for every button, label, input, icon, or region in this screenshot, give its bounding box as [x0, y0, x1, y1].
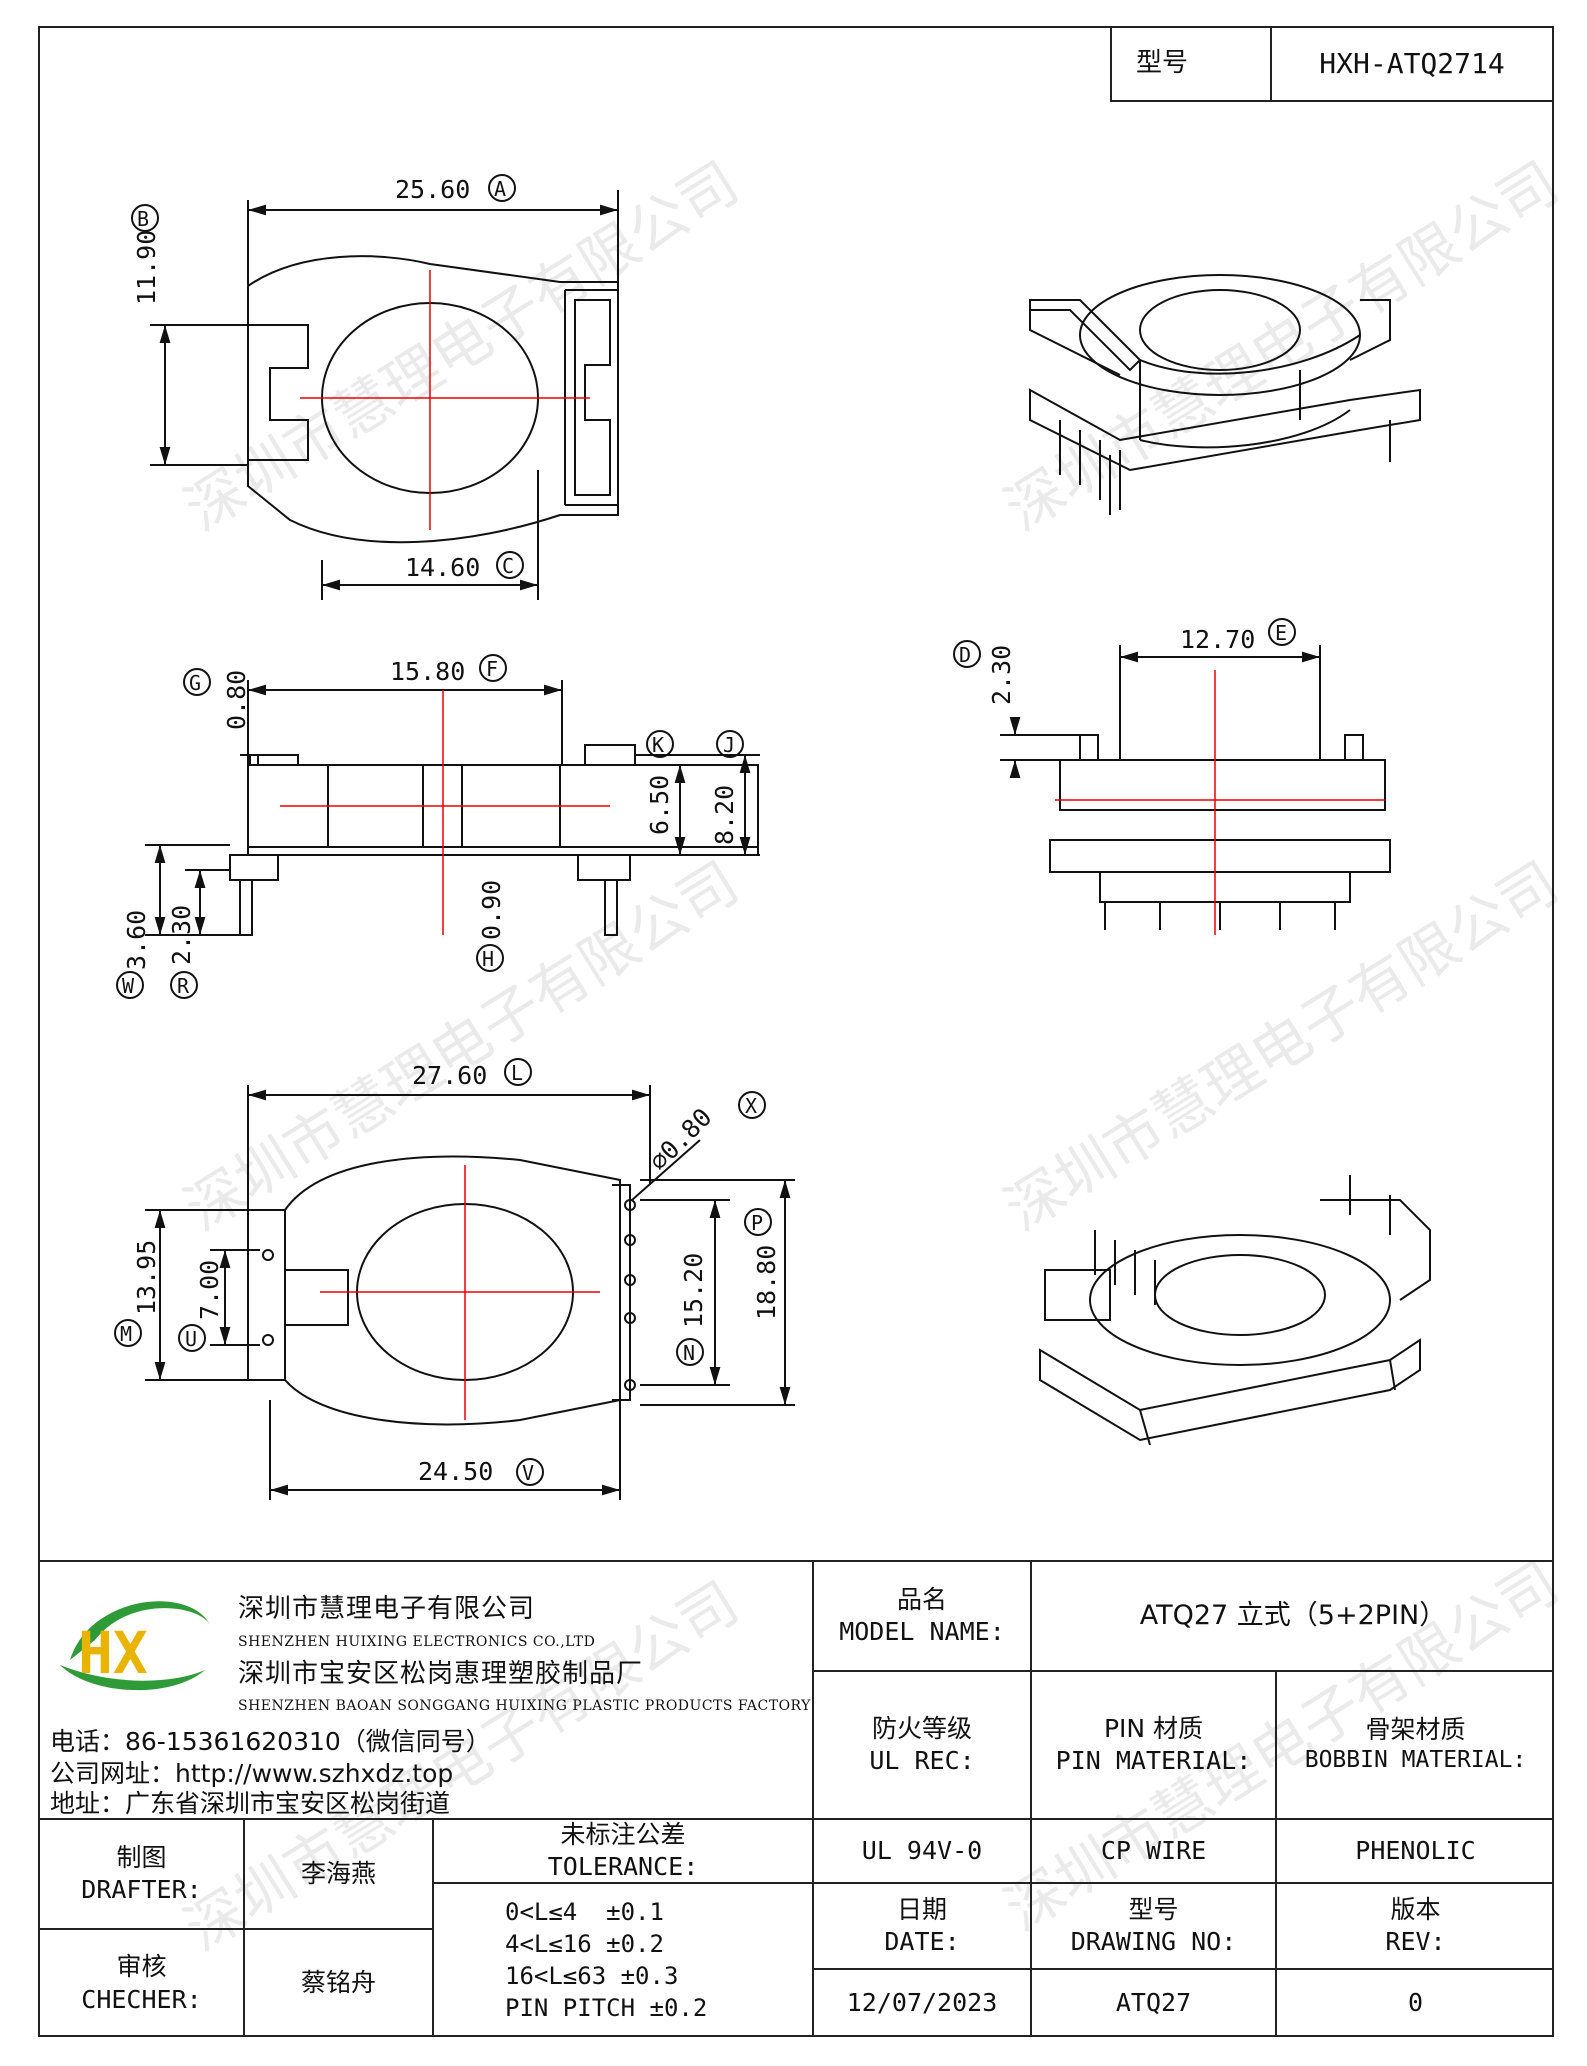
- model-name-value: ATQ27 立式（5+2PIN）: [1139, 1600, 1447, 1632]
- dim-K-value: 6.50: [645, 775, 674, 835]
- dim-H-letter: H: [482, 947, 494, 971]
- dim-P-letter: P: [751, 1211, 763, 1235]
- company-name-cn-2: 深圳市宝安区松岗惠理塑胶制品厂: [238, 1659, 644, 1689]
- dim-K-letter: K: [652, 733, 664, 757]
- dim-F-letter: F: [486, 657, 498, 681]
- top-view: [150, 190, 619, 600]
- dim-U-value: 7.00: [195, 1260, 224, 1320]
- dim-M-value: 13.95: [132, 1240, 161, 1315]
- tolerance-row: 16<L≤63 ±0.3: [505, 1962, 679, 1990]
- drafter-label: 制图 DRAFTER:: [81, 1842, 202, 1905]
- dim-N-value: 15.20: [679, 1253, 708, 1328]
- dim-X-value: ⌀0.80: [644, 1103, 718, 1177]
- dim-L-letter: L: [511, 1061, 523, 1085]
- dim-D-value: 2.30: [987, 645, 1016, 705]
- company-logo: HX: [60, 1601, 210, 1691]
- company-name-en-1: SHENZHEN HUIXING ELECTRONICS CO.,LTD: [238, 1634, 596, 1650]
- drawing-frame: [38, 26, 1554, 2037]
- logo-letters: HX: [78, 1619, 148, 1687]
- dim-C-letter: C: [502, 554, 514, 578]
- company-name-en-2: SHENZHEN BAOAN SONGGANG HUIXING PLASTIC …: [238, 1698, 811, 1714]
- dim-G-value: 0.80: [222, 670, 251, 730]
- dim-M-letter: M: [120, 1322, 132, 1346]
- dim-V-value: 24.50: [418, 1457, 493, 1486]
- tolerance-label: 未标注公差 TOLERANCE:: [547, 1819, 699, 1882]
- iso-view-top: [1029, 274, 1421, 515]
- dim-G-letter: G: [189, 671, 201, 695]
- company-phone: 电话：86-15361620310（微信同号）: [50, 1727, 491, 1756]
- dim-R-value: 2.30: [167, 905, 196, 965]
- drawing-no-label: 型号 DRAWING NO:: [1070, 1894, 1237, 1957]
- dim-V-letter: V: [522, 1461, 534, 1485]
- dim-E-letter: E: [1275, 621, 1287, 645]
- bottom-view: [145, 1085, 795, 1500]
- drafter-value: 李海燕: [300, 1858, 376, 1888]
- company-name-cn-1: 深圳市慧理电子有限公司: [238, 1594, 536, 1624]
- company-address: 地址：广东省深圳市宝安区松岗街道: [50, 1789, 451, 1818]
- dim-J-value: 8.20: [710, 785, 739, 845]
- tolerance-row: 0<L≤4 ±0.1: [505, 1898, 664, 1926]
- bobbin-value: PHENOLIC: [1355, 1835, 1476, 1865]
- dim-B-value: 11.90: [132, 230, 161, 305]
- date-label: 日期 DATE:: [884, 1894, 960, 1957]
- dim-D-letter: D: [959, 643, 971, 667]
- ul-rec-label: 防火等级 UL REC:: [869, 1713, 975, 1776]
- ul-value: UL 94V-0: [861, 1835, 983, 1865]
- dim-C-value: 14.60: [405, 553, 480, 582]
- dim-U-letter: U: [185, 1327, 197, 1351]
- dim-R-letter: R: [177, 974, 190, 998]
- date-value: 12/07/2023: [846, 1988, 998, 2018]
- model-name-label: 品名 MODEL NAME:: [839, 1584, 1005, 1647]
- tolerance-row: 4<L≤16 ±0.2: [505, 1930, 664, 1958]
- rev-label: 版本 REV:: [1385, 1894, 1446, 1957]
- dim-H-value: 0.90: [477, 880, 506, 940]
- checker-label: 审核 CHECHER:: [81, 1952, 202, 2014]
- model-label: 型号: [1135, 48, 1188, 79]
- dim-N-letter: N: [683, 1341, 695, 1365]
- side-view: [145, 680, 760, 936]
- dim-A-letter: A: [494, 177, 506, 201]
- pin-material-label: PIN 材质 PIN MATERIAL:: [1055, 1713, 1252, 1776]
- company-website: 公司网址：http://www.szhxdz.top: [50, 1759, 454, 1788]
- dim-P-value: 18.80: [752, 1245, 781, 1320]
- dim-B-letter: B: [137, 207, 149, 231]
- dim-W-value: 3.60: [122, 910, 151, 970]
- dim-E-value: 12.70: [1180, 625, 1255, 654]
- technical-drawing: 25.60 A 14.60 C B 11.90 15.80 F G 0.80 K…: [114, 174, 1431, 1500]
- model-value: HXH-ATQ2714: [1319, 46, 1505, 80]
- dim-L-value: 27.60: [412, 1061, 487, 1090]
- pin-value: CP WIRE: [1100, 1835, 1207, 1865]
- dim-A-value: 25.60: [395, 175, 470, 204]
- drawing-no-value: ATQ27: [1115, 1988, 1192, 2018]
- rev-value: 0: [1407, 1988, 1424, 2018]
- dim-X-letter: X: [745, 1094, 757, 1118]
- front-view: [1000, 645, 1391, 935]
- bobbin-material-label: 骨架材质 BOBBIN MATERIAL:: [1304, 1714, 1527, 1774]
- tolerance-row: PIN PITCH ±0.2: [505, 1994, 708, 2022]
- checker-value: 蔡铭舟: [300, 1968, 376, 1998]
- dim-F-value: 15.80: [390, 657, 465, 686]
- dim-W-letter: W: [122, 974, 135, 998]
- iso-view-bottom: [1039, 1175, 1431, 1446]
- dim-J-letter: J: [723, 733, 735, 757]
